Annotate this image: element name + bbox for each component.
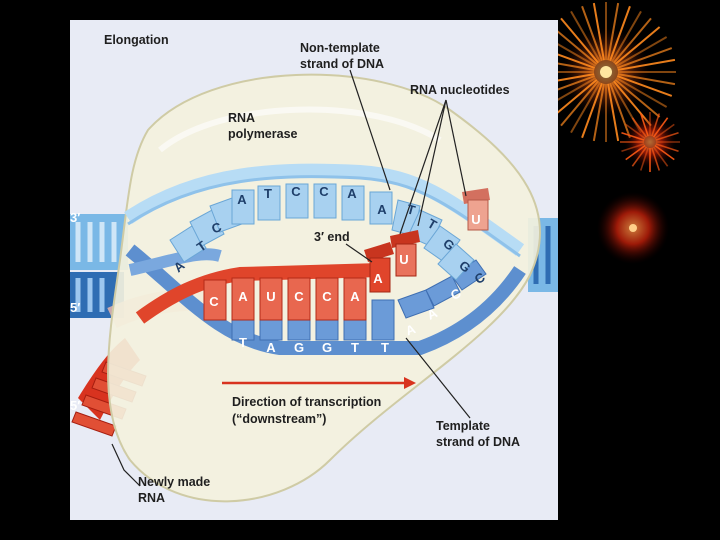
firework-glow <box>597 192 669 264</box>
template-strand-base: G <box>294 340 304 355</box>
non-template-strand-base: T <box>264 186 272 201</box>
template-strand-base: G <box>322 340 332 355</box>
non-template-label-line2: strand of DNA <box>300 57 384 71</box>
newly-made-label-line1: Newly made <box>138 475 210 489</box>
rna-strand-base: A <box>350 289 360 304</box>
rna-strand-base: C <box>209 294 219 309</box>
direction-label-line2: (“downstream”) <box>232 412 326 426</box>
transcription-diagram: Elongation Non-template strand of DNA RN… <box>70 20 558 520</box>
rna-nucleotides-label: RNA nucleotides <box>410 83 510 97</box>
direction-label-line1: Direction of transcription <box>232 395 381 409</box>
template-label-line1: Template <box>436 419 490 433</box>
rna-strand-base: C <box>294 289 304 304</box>
non-template-strand-base: A <box>347 186 357 201</box>
polymerase-label-line2: polymerase <box>228 127 298 141</box>
newly-made-label-line2: RNA <box>138 491 165 505</box>
non-template-strand-base: A <box>377 202 387 217</box>
rna-strand-base: C <box>322 289 332 304</box>
template-strand-base: A <box>266 340 276 355</box>
free-nucleotides-base: A <box>373 271 383 286</box>
free-nucleotides-base: U <box>471 212 480 227</box>
non-template-label-line1: Non-template <box>300 41 380 55</box>
rna-strand-base: U <box>266 289 275 304</box>
free-nucleotides-base: U <box>399 252 408 267</box>
diagram-title: Elongation <box>104 33 169 47</box>
strand-end-middle: 5′ <box>70 300 80 315</box>
template-label-line2: strand of DNA <box>436 435 520 449</box>
non-template-strand-base: C <box>291 184 301 199</box>
three-prime-end-label: 3′ end <box>314 230 350 244</box>
strand-end-bottom: 5′ <box>70 398 80 413</box>
template-strand-base: T <box>381 340 389 355</box>
template-strand-base: T <box>351 340 359 355</box>
non-template-strand-base: C <box>319 184 329 199</box>
non-template-strand-base: A <box>237 192 247 207</box>
firework-small <box>620 112 680 172</box>
polymerase-label-line1: RNA <box>228 111 255 125</box>
template-strand-base: T <box>239 335 247 350</box>
strand-end-top: 3′ <box>70 210 80 225</box>
rna-strand-base: A <box>238 289 248 304</box>
